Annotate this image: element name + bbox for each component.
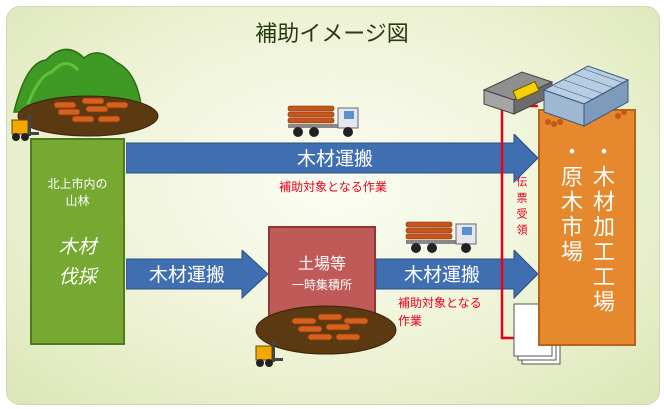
forklift-icon <box>11 114 39 141</box>
log-truck-icon <box>287 105 359 137</box>
destination-col2: ・木材加工工場 <box>589 140 614 315</box>
factory-illustration <box>482 65 630 127</box>
mill-market-box <box>538 109 636 346</box>
destination-col1: ・原木市場 <box>557 140 582 265</box>
forklift-icon-yard <box>255 340 283 367</box>
top-arrow-subsidy-note: 補助対象となる作業 <box>279 180 387 194</box>
diagram-title: 補助イメージ図 <box>255 22 409 47</box>
top-transport-arrow <box>126 134 539 184</box>
lower-left-arrow-label: 木材運搬 <box>148 264 225 286</box>
lower-right-transport-arrow <box>376 250 539 300</box>
lower-right-note-line2: 作業 <box>398 314 423 328</box>
forest-activity-line1: 木材 <box>58 236 97 258</box>
top-arrow-label: 木材運搬 <box>296 148 373 170</box>
yard-title: 土場等 <box>297 254 346 273</box>
forest-box <box>30 138 125 345</box>
slip-received-label: 伝票受領 <box>515 176 528 240</box>
lower-left-transport-arrow <box>126 250 269 300</box>
yard-subtitle: 一時集積所 <box>291 278 352 292</box>
yard-log-pile-illustration <box>255 305 397 355</box>
log-truck-icon-2 <box>405 221 477 253</box>
lower-right-arrow-label: 木材運搬 <box>403 264 480 286</box>
forest-illustration <box>13 48 159 137</box>
lower-right-note-line1: 補助対象となる <box>398 296 482 310</box>
forest-location-label: 北上市内の 山林 <box>47 177 108 208</box>
forest-activity-line2: 伐採 <box>58 266 97 288</box>
